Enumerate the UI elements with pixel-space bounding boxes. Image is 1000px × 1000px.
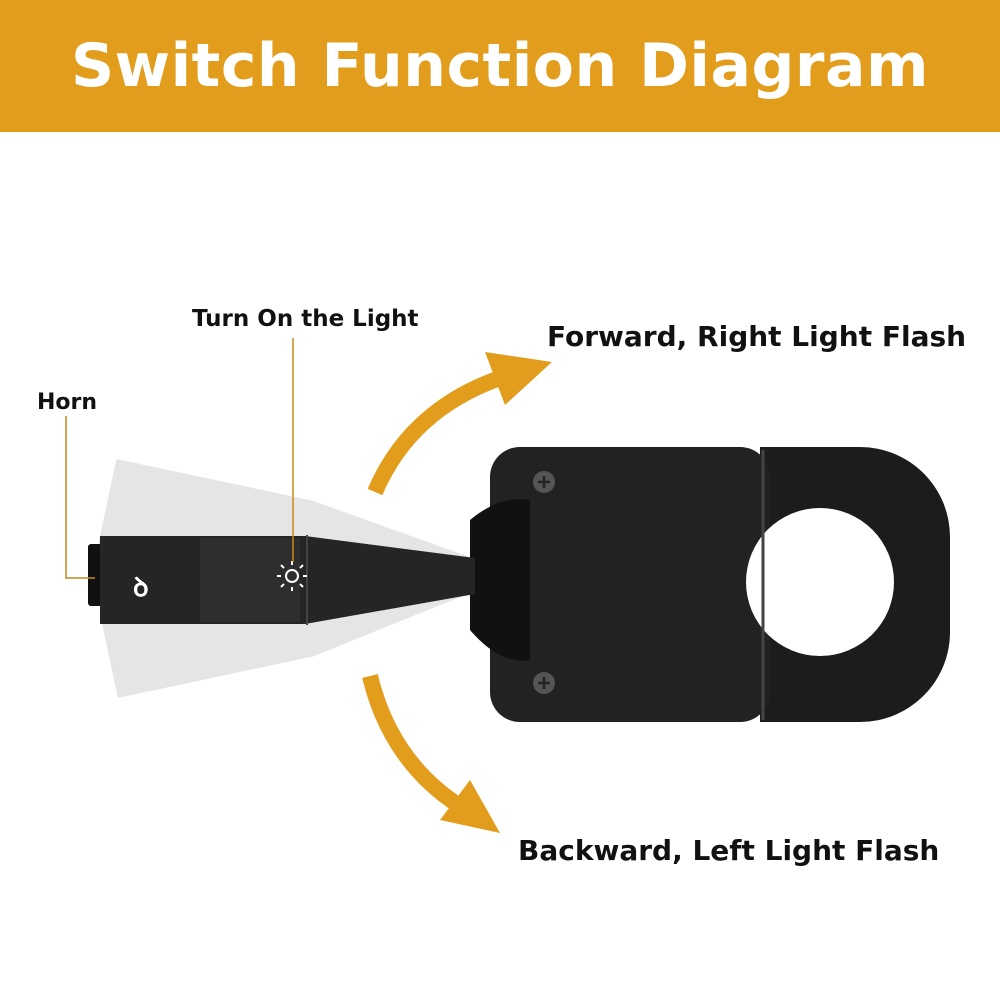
switch-housing	[470, 447, 951, 722]
light-label: Turn On the Light	[192, 306, 419, 332]
horn-leader-line	[65, 416, 95, 579]
forward-label: Forward, Right Light Flash	[547, 320, 967, 353]
horn-label: Horn	[37, 390, 98, 415]
horn-icon: ꝺ	[133, 573, 149, 603]
title-banner: Switch Function Diagram	[0, 0, 1000, 132]
backward-arrow	[362, 674, 500, 833]
backward-label: Backward, Left Light Flash	[518, 834, 940, 867]
page-title: Switch Function Diagram	[70, 31, 930, 101]
forward-arrow	[367, 352, 552, 496]
light-icon	[277, 561, 307, 591]
switch-stalk: ꝺ	[88, 535, 475, 625]
